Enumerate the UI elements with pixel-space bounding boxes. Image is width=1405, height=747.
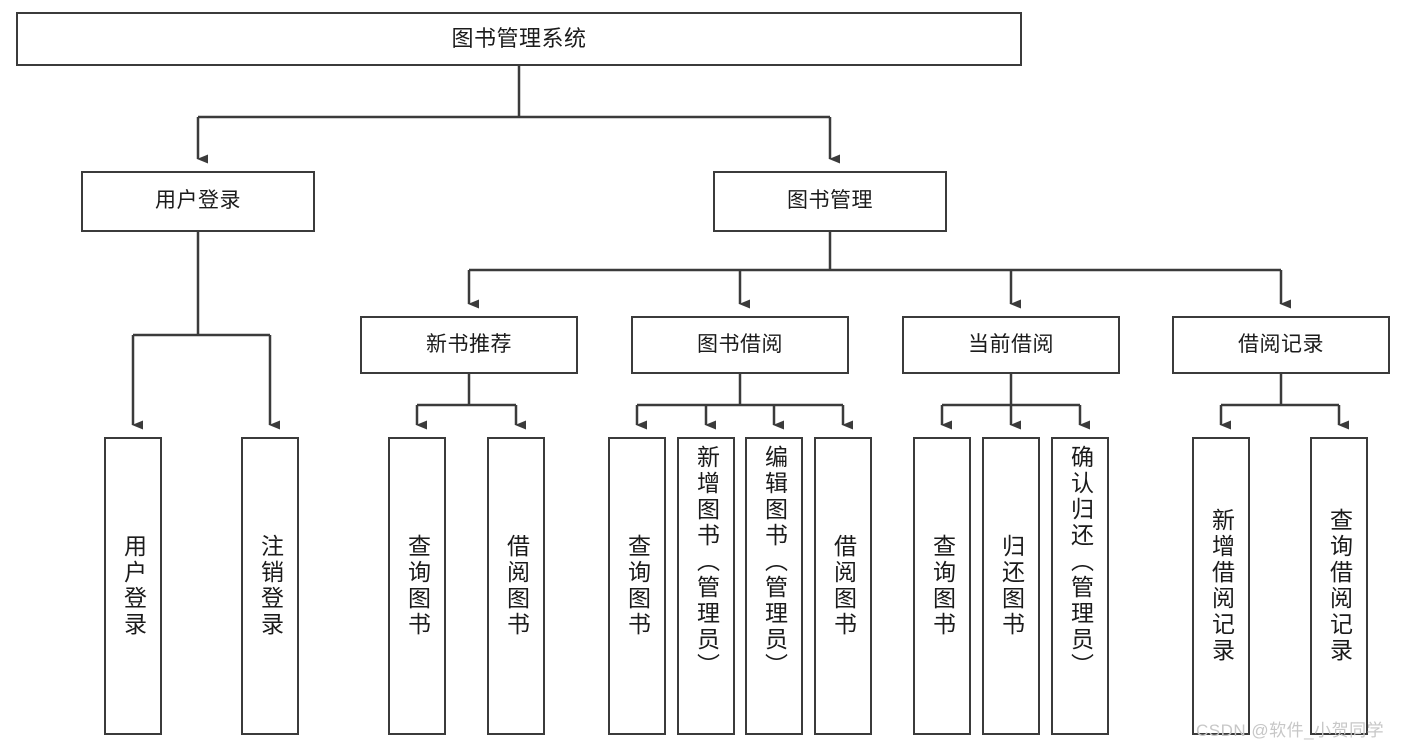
node-book-manage: 图书管理 — [713, 171, 947, 232]
node-label: 查询图书 — [624, 534, 651, 638]
node-leaf-query-book-1: 查询图书 — [388, 437, 446, 735]
node-label: 查询借阅记录 — [1326, 508, 1353, 664]
node-user-login: 用户登录 — [81, 171, 315, 232]
node-label: 图书借阅 — [697, 332, 783, 356]
node-label: 查询图书 — [404, 534, 431, 638]
node-label: 当前借阅 — [968, 332, 1054, 356]
node-label: 归还图书 — [998, 534, 1025, 638]
node-leaf-edit-book: 编辑图书（管理员） — [745, 437, 803, 735]
node-label: 确认归还（管理员） — [1067, 445, 1094, 679]
node-leaf-user-login: 用户登录 — [104, 437, 162, 735]
node-root: 图书管理系统 — [16, 12, 1022, 66]
node-new-book-rec: 新书推荐 — [360, 316, 578, 374]
node-leaf-return-book: 归还图书 — [982, 437, 1040, 735]
node-label: 编辑图书（管理员） — [761, 445, 788, 679]
node-label: 借阅图书 — [830, 534, 857, 638]
node-label: 图书管理系统 — [451, 26, 587, 52]
node-leaf-query-book-3: 查询图书 — [913, 437, 971, 735]
node-label: 图书管理 — [787, 189, 873, 213]
node-label: 用户登录 — [120, 534, 147, 638]
node-label: 新书推荐 — [426, 332, 512, 356]
node-label: 新增借阅记录 — [1208, 508, 1235, 664]
node-current-borrow: 当前借阅 — [902, 316, 1120, 374]
node-leaf-query-record: 查询借阅记录 — [1310, 437, 1368, 735]
node-leaf-user-logout: 注销登录 — [241, 437, 299, 735]
node-book-borrow: 图书借阅 — [631, 316, 849, 374]
node-label: 借阅记录 — [1238, 332, 1324, 356]
node-label: 借阅图书 — [503, 534, 530, 638]
node-label: 注销登录 — [257, 534, 284, 638]
node-label: 用户登录 — [155, 189, 241, 213]
node-label: 新增图书（管理员） — [693, 445, 720, 679]
node-leaf-query-book-2: 查询图书 — [608, 437, 666, 735]
node-leaf-add-record: 新增借阅记录 — [1192, 437, 1250, 735]
node-leaf-add-book: 新增图书（管理员） — [677, 437, 735, 735]
node-borrow-record: 借阅记录 — [1172, 316, 1390, 374]
csdn-watermark: CSDN @软件_小贺同学 — [1196, 721, 1385, 740]
node-leaf-borrow-book-1: 借阅图书 — [487, 437, 545, 735]
node-leaf-confirm-return: 确认归还（管理员） — [1051, 437, 1109, 735]
node-label: 查询图书 — [929, 534, 956, 638]
node-leaf-borrow-book-2: 借阅图书 — [814, 437, 872, 735]
